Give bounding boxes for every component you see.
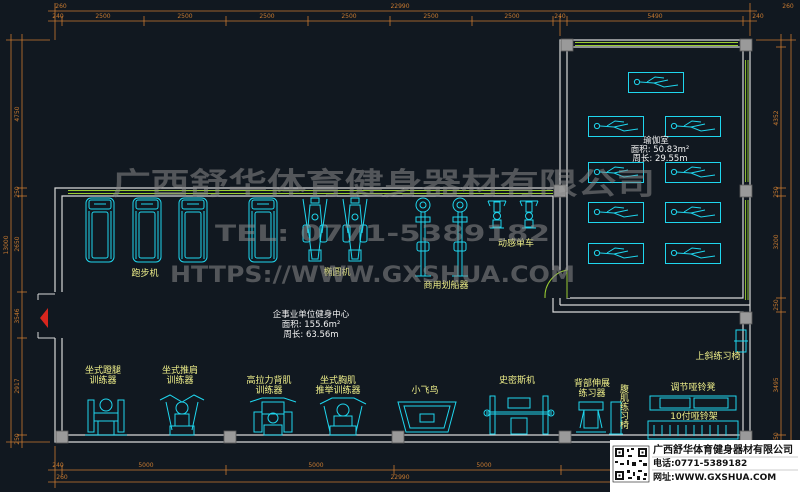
yoga-mat xyxy=(666,163,721,183)
shoulder-press-machine xyxy=(159,394,205,436)
ab-bench-label: 腹肌练习椅 xyxy=(618,383,629,429)
dim-bottom-seg: 5000 xyxy=(476,462,491,469)
smith-machine xyxy=(483,395,555,435)
gym-room-name: 企事业单位健身中心 xyxy=(273,309,350,320)
shoulder-press-label: 坐式推肩 xyxy=(162,364,198,376)
spin-bike-label: 动感单车 xyxy=(498,237,534,249)
dim-top-left-small: 260 xyxy=(55,3,67,10)
treadmill-2 xyxy=(133,198,161,262)
chest-press-machine xyxy=(319,397,367,436)
incline-bench-label: 上斜练习椅 xyxy=(695,350,740,362)
dim-bottom-total: 22990 xyxy=(390,474,409,481)
yoga-room-perimeter: 周长: 29.55m xyxy=(632,153,687,164)
dim-top-seg: 5490 xyxy=(647,13,662,20)
yoga-mat xyxy=(589,117,644,137)
dim-top-seg: 2500 xyxy=(95,13,110,20)
leg-press-machine xyxy=(85,398,127,436)
leg-press-label: 坐式蹬腿 xyxy=(85,364,121,376)
dim-left-total: 13000 xyxy=(3,235,10,254)
dumbbell-rack xyxy=(647,420,739,440)
dim-top-total: 22990 xyxy=(390,3,409,10)
yoga-mat xyxy=(629,73,684,93)
yoga-mat xyxy=(666,117,721,137)
card-website: 网址:WWW.GXSHUA.COM xyxy=(653,471,776,483)
yoga-room-area: 面积: 50.83m² xyxy=(631,144,690,155)
dim-bottom-left-small: 260 xyxy=(56,474,68,481)
lat-pulldown-label: 训练器 xyxy=(255,384,282,396)
treadmill-1 xyxy=(86,198,114,262)
lat-pulldown-machine xyxy=(249,397,297,436)
strength-equipment xyxy=(85,329,748,440)
incline-bench xyxy=(734,329,748,353)
dim-top-seg: 2500 xyxy=(259,13,274,20)
card-phone: 电话:0771-5389182 xyxy=(653,457,747,469)
adjustable-dumbbell-bench xyxy=(649,395,737,411)
yoga-mat xyxy=(589,203,644,223)
dumbbell-rack-label: 10付哑铃架 xyxy=(670,410,717,422)
qr-code xyxy=(612,445,650,483)
gym-room-area: 面积: 155.6m² xyxy=(282,319,341,330)
dim-top-seg: 2500 xyxy=(177,13,192,20)
dim-left-seg: 4750 xyxy=(14,106,21,121)
elliptical-label: 椭圆机 xyxy=(323,266,350,278)
smith-machine-label: 史密斯机 xyxy=(499,374,535,386)
pec-fly-label: 小飞鸟 xyxy=(411,384,438,396)
shoulder-press-label: 训练器 xyxy=(166,374,193,386)
dim-left-seg: 250 xyxy=(14,186,21,198)
watermark-tel: TEL: 0771-5389182 xyxy=(215,222,550,247)
dim-bottom-seg: 5000 xyxy=(138,462,153,469)
dim-left-seg: 2917 xyxy=(14,378,21,393)
dim-top-right-small: 260 xyxy=(782,3,794,10)
yoga-mat xyxy=(589,244,644,264)
dim-bottom-seg: 5000 xyxy=(308,462,323,469)
dim-right-seg: 3495 xyxy=(773,377,780,392)
pec-fly-machine xyxy=(397,401,457,433)
dim-right-seg: 3200 xyxy=(773,234,780,249)
back-extension-machine xyxy=(576,401,606,433)
treadmill-label: 跑步机 xyxy=(131,267,158,279)
dim-bottom-seg: 240 xyxy=(52,462,64,469)
card-company: 广西舒华体育健身器材有限公司 xyxy=(653,443,793,456)
gym-room-perimeter: 周长: 63.56m xyxy=(283,329,338,340)
dim-top-seg: 2500 xyxy=(341,13,356,20)
dim-top-seg: 240 xyxy=(752,13,764,20)
adjustable-bench-label: 调节哑铃凳 xyxy=(670,381,715,393)
dim-top-seg: 240 xyxy=(554,13,566,20)
dim-top-seg: 2500 xyxy=(504,13,519,20)
yoga-mat xyxy=(666,203,721,223)
dimension-labels: 22990 260 260 240 2500 2500 2500 2500 25… xyxy=(3,3,794,481)
contact-card: 广西舒华体育健身器材有限公司 电话:0771-5389182 网址:WWW.GX… xyxy=(610,440,800,492)
treadmill-3 xyxy=(179,198,207,262)
chest-press-label: 推举训练器 xyxy=(315,384,360,396)
watermark: 广西舒华体育健身器材有限公司 TEL: 0771-5389182 HTTPS:/… xyxy=(112,167,655,288)
dim-right-seg: 250 xyxy=(773,186,780,198)
dim-left-seg: 250 xyxy=(14,433,21,445)
dim-left-seg: 3546 xyxy=(14,308,21,323)
dim-right-seg: 250 xyxy=(773,299,780,311)
yoga-room-name: 瑜伽室 xyxy=(643,135,669,146)
lat-pulldown-label: 高拉力背肌 xyxy=(246,374,291,386)
yoga-mat xyxy=(666,244,721,264)
yoga-door xyxy=(544,269,568,299)
entrance-door xyxy=(37,293,55,339)
back-extension-label: 背部伸展 xyxy=(574,377,610,389)
leg-press-label: 训练器 xyxy=(89,374,116,386)
ab-bench xyxy=(609,401,623,435)
dim-left-seg: 2650 xyxy=(14,236,21,251)
watermark-url: HTTPS://WWW.GXSHUA.COM xyxy=(170,263,575,288)
room-labels: 瑜伽室 面积: 50.83m² 周长: 29.55m 企事业单位健身中心 面积:… xyxy=(273,135,690,340)
dim-right-seg: 250 xyxy=(773,432,780,444)
rower-label: 商用划船器 xyxy=(423,279,468,291)
watermark-company: 广西舒华体育健身器材有限公司 xyxy=(112,167,655,202)
dim-top-seg: 2500 xyxy=(423,13,438,20)
dim-right-seg: 4352 xyxy=(773,110,780,125)
equipment-labels: 跑步机 椭圆机 商用划船器 动感单车 坐式蹬腿 训练器 坐式推肩 训练器 高拉力… xyxy=(85,237,741,429)
dim-top-seg: 240 xyxy=(52,13,64,20)
windows xyxy=(68,42,749,300)
chest-press-label: 坐式胸肌 xyxy=(320,374,356,386)
back-extension-label: 练习器 xyxy=(578,387,605,399)
